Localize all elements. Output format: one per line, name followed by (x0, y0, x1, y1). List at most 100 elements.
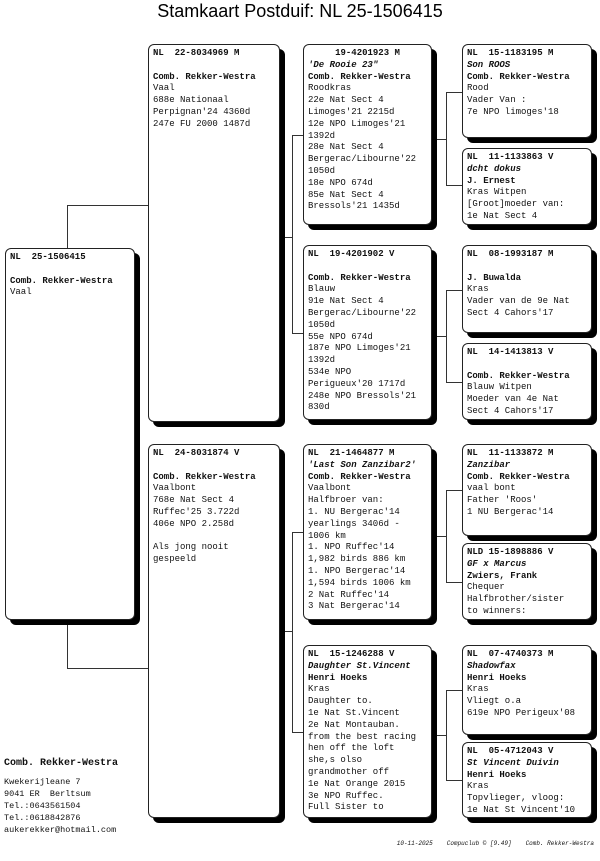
info-line: Ruffec'25 3.722d (153, 506, 240, 517)
connector-line (446, 92, 462, 93)
breeder-email[interactable]: aukerekker@hotmail.com (4, 825, 117, 835)
ring-number: 19-4201923 M (335, 48, 400, 58)
pigeon-name: Shadowfax (467, 660, 516, 671)
connector-line (446, 290, 447, 382)
ring-number: NL 15-1246288 V (308, 649, 395, 659)
info-line: Chequer (467, 582, 505, 593)
owner-name: Comb. Rekker-Westra (308, 71, 411, 82)
info-line: Als jong nooit (153, 542, 229, 553)
info-line: Kras (467, 781, 489, 792)
owner-name: Zwiers, Frank (467, 570, 538, 581)
connector-line (292, 532, 303, 533)
ring-number: NL 24-8031874 V (153, 448, 240, 458)
owner-name: Comb. Rekker-Westra (467, 471, 570, 482)
info-line: [Groot]moeder van: (467, 199, 565, 210)
connector-line (446, 290, 462, 291)
info-line (153, 531, 275, 543)
pigeon-card[interactable]: 19-4201923 M'De Rooie 23"Comb. Rekker-We… (303, 44, 432, 225)
info-line: Bergerac/Libourne'22 (308, 307, 417, 318)
info-line: 1 NU Bergerac'14 (467, 506, 554, 517)
info-line: 1. NPO Bergerac'14 (308, 565, 406, 576)
info-line: Halfbroer van: (308, 495, 384, 506)
pigeon-name (10, 264, 130, 276)
connector-line (446, 780, 462, 781)
ring-number: NL 11-1133863 V (467, 152, 554, 162)
connector-line (280, 631, 292, 632)
pigeon-name: dcht dokus (467, 163, 522, 174)
info-line: 688e Nationaal (153, 95, 229, 106)
info-line: Sect 4 Cahors'17 (467, 307, 554, 318)
info-line: Roodkras (308, 83, 352, 94)
ring-number: NLD 15-1898886 V (467, 547, 554, 557)
info-line: 830d (308, 402, 330, 413)
connector-line (446, 690, 447, 780)
connector-line (67, 620, 68, 668)
owner-name: Comb. Rekker-Westra (308, 471, 411, 482)
info-line: 2 Nat Ruffec'14 (308, 589, 390, 600)
owner-name: J. Ernest (467, 175, 516, 186)
info-line: Perigueux'20 1717d (308, 378, 406, 389)
info-line: Vaalbont (153, 483, 197, 494)
owner-name: Comb. Rekker-Westra (467, 71, 570, 82)
pigeon-name (153, 460, 275, 472)
info-line: she,s olso (308, 755, 363, 766)
info-line: 3 Nat Bergerac'14 (308, 601, 400, 612)
info-line: Vaal (153, 83, 175, 94)
info-line: vaal bont (467, 483, 516, 494)
info-line: Vader Van : (467, 95, 527, 106)
pigeon-name: St Vincent Duivin (467, 757, 559, 768)
pigeon-card[interactable]: NL 21-1464877 M'Last Son Zanzibar2'Comb.… (303, 444, 432, 620)
info-line: 1. NPO Ruffec'14 (308, 542, 395, 553)
info-line: 247e FU 2000 1487d (153, 118, 251, 129)
info-line: yearlings 3406d - (308, 518, 400, 529)
connector-line (446, 490, 462, 491)
ring-number: NL 22-8034969 M (153, 48, 240, 58)
info-line: 768e Nat Sect 4 (153, 495, 235, 506)
info-line: Bressols'21 1435d (308, 201, 400, 212)
info-line: 1e Nat St Vincent'10 (467, 804, 576, 815)
info-line: Moeder van 4e Nat (467, 394, 559, 405)
info-line: 85e Nat Sect 4 (308, 189, 384, 200)
info-line: 1050d (308, 319, 336, 330)
connector-line (292, 732, 303, 733)
owner-name: Comb. Rekker-Westra (153, 71, 256, 82)
info-line: grandmother off (308, 766, 390, 777)
connector-line (432, 735, 446, 736)
info-line: 1. NU Bergerac'14 (308, 506, 400, 517)
breeder-city: 9041 ER Berltsum (4, 789, 91, 799)
print-date: 10-11-2025 (396, 840, 433, 847)
info-line: 187e NPO Limoges'21 (308, 343, 411, 354)
pigeon-name: 'De Rooie 23" (308, 59, 379, 70)
info-line: 248e NPO Bressols'21 (308, 390, 417, 401)
pigeon-name: Daughter St.Vincent (308, 660, 411, 671)
info-line: Vliegt o.a (467, 696, 522, 707)
info-line: Halfbrother/sister (467, 594, 565, 605)
info-line: hen off the loft (308, 743, 395, 754)
pigeon-name (153, 60, 275, 72)
info-line: Kras (308, 684, 330, 695)
ring-number: NL 15-1183195 M (467, 48, 554, 58)
connector-line (432, 536, 446, 537)
connector-line (292, 532, 293, 732)
info-line: gespeeld (153, 554, 197, 565)
connector-line (67, 205, 68, 248)
breeder-phone: Tel.:0643561504 (4, 801, 81, 811)
info-line: 1e Nat St.Vincent (308, 707, 400, 718)
owner-name: Henri Hoeks (467, 672, 527, 683)
connector-line (446, 382, 462, 383)
info-line: Rood (467, 83, 489, 94)
